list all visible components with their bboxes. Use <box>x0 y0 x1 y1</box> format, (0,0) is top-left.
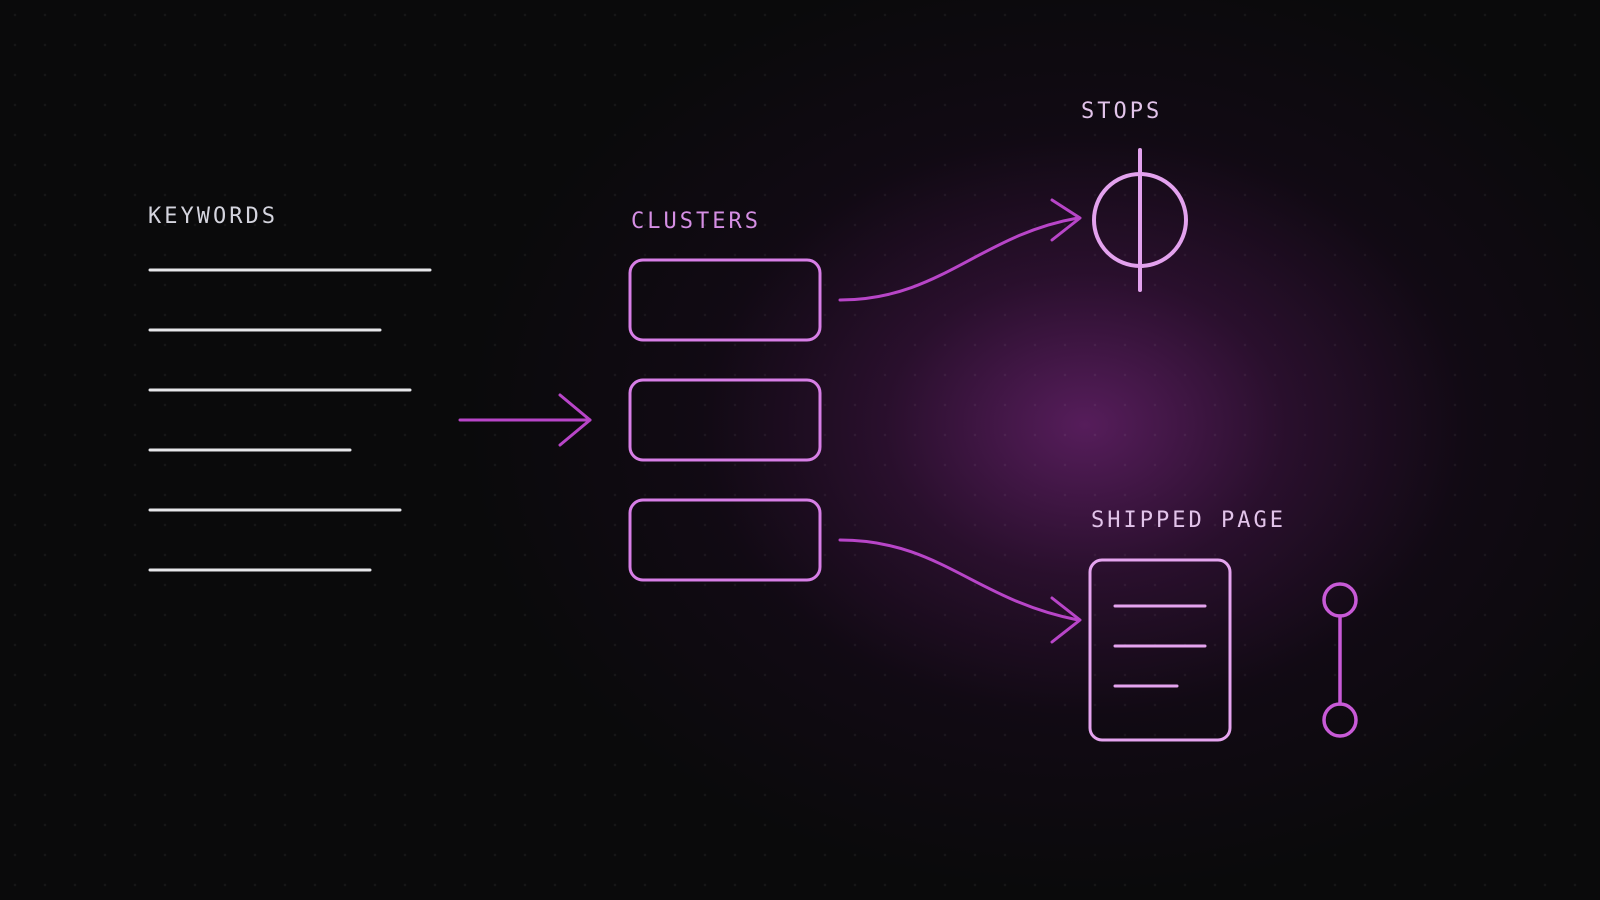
cluster-box <box>628 378 822 462</box>
arrow-right-icon <box>458 393 592 447</box>
keywords-label: KEYWORDS <box>148 204 278 229</box>
stops-label: STOPS <box>1081 99 1163 124</box>
circle-slash-icon <box>1092 148 1188 292</box>
connector-to-shipped-page <box>838 538 1082 644</box>
keyword-list <box>148 268 432 572</box>
cluster-box <box>628 498 822 582</box>
clusters-label: CLUSTERS <box>631 209 761 234</box>
document-icon <box>1088 558 1232 742</box>
connector-to-stops <box>838 198 1082 302</box>
cluster-box <box>628 258 822 342</box>
shipped-page-label: SHIPPED PAGE <box>1091 508 1286 533</box>
cluster-list <box>628 258 822 582</box>
chain-link-icon <box>1322 582 1358 738</box>
